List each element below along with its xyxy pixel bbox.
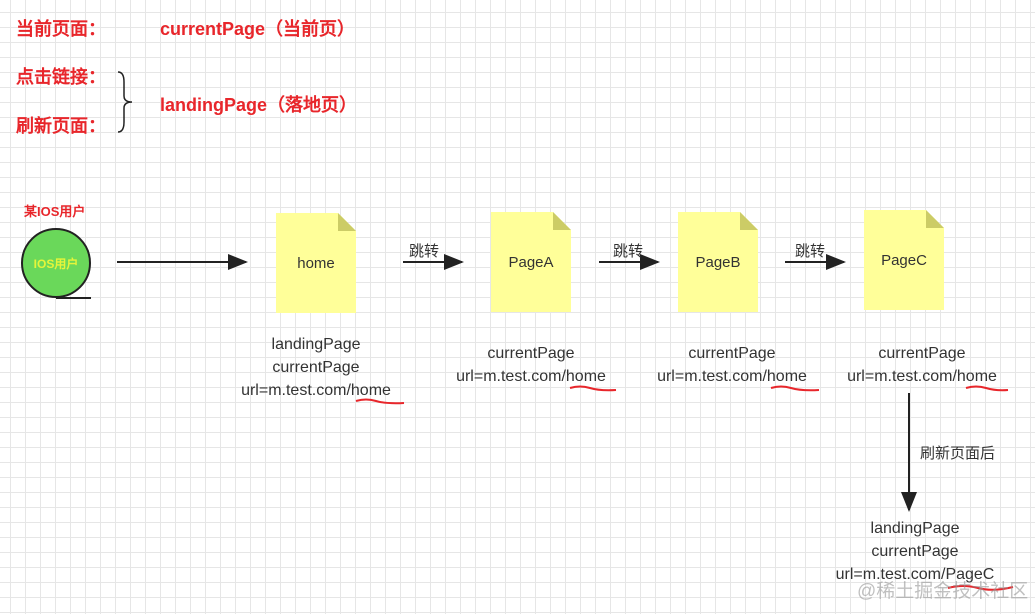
page-a-info: currentPage url=m.test.com/home [456, 345, 606, 385]
doc-shapes [276, 210, 944, 313]
page-b: PageB [695, 254, 741, 271]
jump-label: 跳转 [795, 243, 826, 260]
page-home: home [297, 255, 335, 272]
user-circle-label: IOS用户 [33, 257, 79, 271]
jump-label: 跳转 [409, 243, 440, 260]
refresh-page-label: 刷新页面： [16, 116, 106, 136]
page-c: PageC [881, 252, 927, 269]
page-b-info: currentPage url=m.test.com/home [657, 345, 807, 385]
current-page-label: 当前页面： [16, 19, 106, 39]
refresh-action-label: 刷新页面后 [920, 445, 996, 462]
page-c-info: currentPage url=m.test.com/home [847, 345, 997, 385]
landing-page-value: landingPage（落地页） [160, 95, 358, 115]
brace [117, 71, 133, 133]
jump-label: 跳转 [613, 243, 644, 260]
watermark: @稀土掘金技术社区 [857, 581, 1029, 602]
user-title: 某IOS用户 [24, 204, 86, 219]
arrows [117, 254, 917, 512]
current-page-value: currentPage（当前页） [160, 19, 356, 39]
red-underlines [355, 385, 1014, 591]
page-a: PageA [508, 254, 554, 271]
click-link-label: 点击链接： [16, 67, 106, 87]
